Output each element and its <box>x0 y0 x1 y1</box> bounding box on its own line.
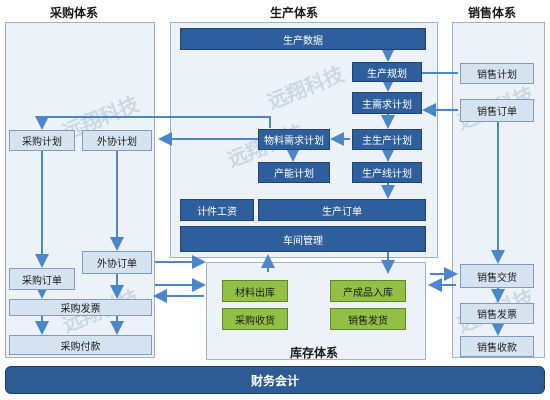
sales-collection-box[interactable]: 销售收款 <box>460 336 534 357</box>
purchase-receipt-box[interactable]: 采购收货 <box>222 308 288 330</box>
production-order-box[interactable]: 生产订单 <box>258 199 426 221</box>
master-production-plan-box[interactable]: 主生产计划 <box>352 129 422 150</box>
material-out-box[interactable]: 材料出库 <box>222 280 288 302</box>
purchase-plan-box[interactable]: 采购计划 <box>9 130 75 151</box>
capacity-plan-box[interactable]: 产能计划 <box>258 162 330 183</box>
outsource-plan-box[interactable]: 外协计划 <box>82 130 152 151</box>
sales-invoice-box[interactable]: 销售发票 <box>460 303 534 324</box>
financial-accounting-bar[interactable]: 财务会计 <box>5 366 545 394</box>
purchase-order-box[interactable]: 采购订单 <box>9 268 75 290</box>
inventory-title: 库存体系 <box>290 346 339 360</box>
purchasing-title: 采购体系 <box>50 6 99 20</box>
master-demand-plan-box[interactable]: 主需求计划 <box>352 92 422 114</box>
sales-delivery-box[interactable]: 销售交货 <box>460 264 534 288</box>
outsource-order-box[interactable]: 外协订单 <box>82 251 152 274</box>
production-planning-box[interactable]: 生产规划 <box>352 62 422 82</box>
production-title: 生产体系 <box>270 6 319 20</box>
piece-wage-box[interactable]: 计件工资 <box>180 199 254 221</box>
purchase-payment-box[interactable]: 采购付款 <box>9 335 152 355</box>
arrow-mrp-to-purchase-plan <box>35 116 271 130</box>
sales-shipment-box[interactable]: 销售发货 <box>330 308 406 330</box>
production-data-box[interactable]: 生产数据 <box>180 28 426 50</box>
purchase-invoice-box[interactable]: 采购发票 <box>9 299 152 316</box>
sales-title: 销售体系 <box>468 6 517 20</box>
product-in-box[interactable]: 产成品入库 <box>330 280 406 302</box>
production-line-plan-box[interactable]: 生产线计划 <box>352 162 422 183</box>
workshop-management-box[interactable]: 车间管理 <box>180 226 426 252</box>
sales-plan-box[interactable]: 销售计划 <box>460 63 534 84</box>
sales-order-box[interactable]: 销售订单 <box>460 99 534 122</box>
material-requirements-plan-box[interactable]: 物料需求计划 <box>258 129 330 150</box>
